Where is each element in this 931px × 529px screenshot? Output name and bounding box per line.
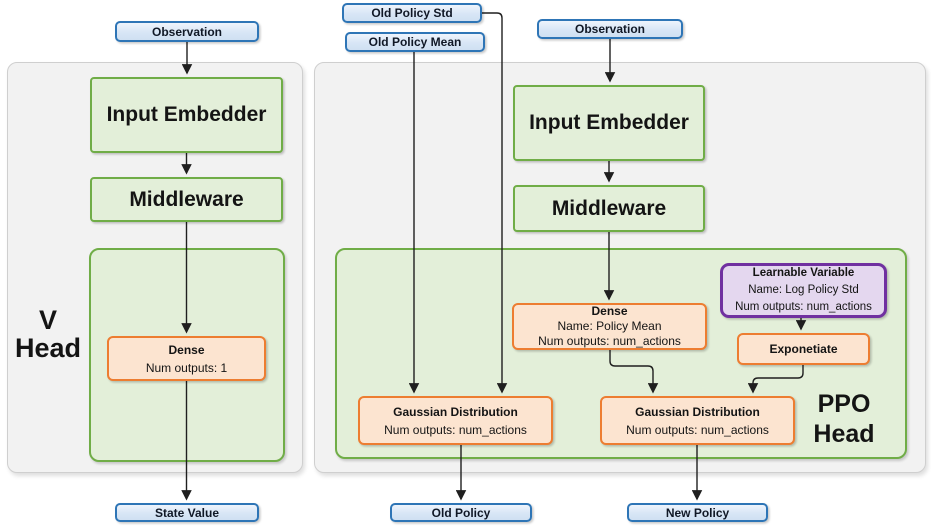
v-head-label-line1: V: [38, 305, 57, 335]
input-embedder-label-ppo: Input Embedder: [529, 111, 689, 134]
dense-detail1-ppo: Name: Policy Mean: [557, 319, 662, 333]
learnable-variable-detail2: Num outputs: num_actions: [735, 301, 872, 313]
ppo-head-label-line1: PPO: [817, 390, 871, 418]
gaussian-new-detail: Num outputs: num_actions: [626, 422, 769, 437]
exponetiate-node: Exponetiate: [737, 333, 870, 365]
learnable-variable-node: Learnable Variable Name: Log Policy Std …: [720, 263, 887, 318]
observation-label-v: Observation: [151, 24, 223, 39]
middleware-label-ppo: Middleware: [551, 196, 667, 220]
gaussian-old-title: Gaussian Distribution: [393, 404, 518, 419]
gaussian-distribution-new-node: Gaussian Distribution Num outputs: num_a…: [600, 396, 795, 445]
dense-title-ppo: Dense: [591, 304, 628, 318]
observation-node-v: Observation: [115, 21, 259, 42]
ppo-head-label-line2: Head: [813, 420, 875, 448]
input-embedder-label-v: Input Embedder: [106, 103, 267, 126]
dense-node-policy-mean: Dense Name: Policy Mean Num outputs: num…: [512, 303, 707, 350]
new-policy-output-node: New Policy: [627, 503, 768, 522]
state-value-label: State Value: [154, 505, 220, 520]
input-embedder-node-v: Input Embedder: [90, 77, 283, 153]
observation-label-ppo: Observation: [574, 22, 646, 36]
state-value-node: State Value: [115, 503, 259, 522]
dense-title-v: Dense: [168, 342, 205, 357]
middleware-node-v: Middleware: [90, 177, 283, 222]
new-policy-output-label: New Policy: [665, 505, 730, 520]
old-policy-output-label: Old Policy: [431, 505, 491, 520]
ppo-head-label: PPO Head: [799, 389, 889, 449]
dense-detail-v: Num outputs: 1: [145, 360, 228, 375]
gaussian-distribution-old-node: Gaussian Distribution Num outputs: num_a…: [358, 396, 553, 445]
exponetiate-label: Exponetiate: [769, 342, 838, 356]
old-policy-std-node: Old Policy Std: [342, 3, 482, 23]
gaussian-new-title: Gaussian Distribution: [635, 404, 760, 419]
gaussian-old-detail: Num outputs: num_actions: [384, 422, 527, 437]
v-head-label: V Head: [8, 306, 88, 362]
v-head-label-line2: Head: [14, 333, 82, 363]
learnable-variable-detail1: Name: Log Policy Std: [748, 284, 859, 296]
observation-node-ppo: Observation: [537, 19, 683, 39]
old-policy-mean-node: Old Policy Mean: [345, 32, 485, 52]
middleware-node-ppo: Middleware: [513, 185, 705, 232]
learnable-variable-title: Learnable Variable: [752, 267, 855, 279]
dense-detail2-ppo: Num outputs: num_actions: [538, 334, 681, 348]
old-policy-mean-label: Old Policy Mean: [368, 35, 462, 49]
dense-node-v: Dense Num outputs: 1: [107, 336, 266, 381]
middleware-label-v: Middleware: [129, 187, 244, 211]
input-embedder-node-ppo: Input Embedder: [513, 85, 705, 161]
old-policy-output-node: Old Policy: [390, 503, 532, 522]
old-policy-std-label: Old Policy Std: [371, 6, 453, 20]
